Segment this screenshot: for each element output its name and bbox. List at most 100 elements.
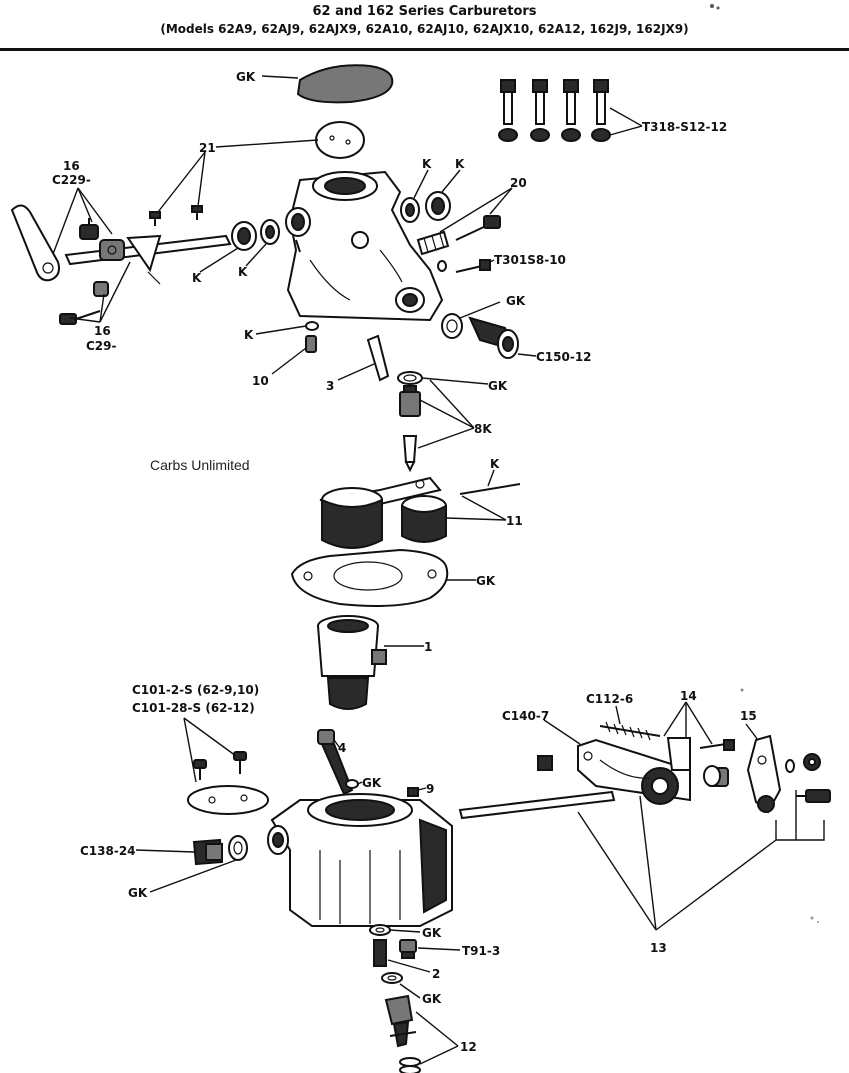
- needle-4: [317, 729, 354, 796]
- leader-c112: [615, 705, 621, 725]
- label-gk-bot: GK: [422, 926, 442, 940]
- label-12: 12: [460, 1040, 477, 1054]
- leader-c229-c: [77, 187, 113, 235]
- leader-k4: [441, 169, 461, 193]
- label-16-top: 16: [63, 159, 80, 173]
- bowl-gasket: [290, 548, 449, 607]
- choke-screw-10: [305, 321, 319, 353]
- main-adjusting-needle-12: [384, 994, 421, 1073]
- leader-10: [271, 347, 307, 375]
- leader-t301: [489, 259, 495, 263]
- leader-8k-b: [417, 427, 475, 449]
- leader-15: [745, 723, 759, 741]
- drain-plug-c138: [192, 835, 248, 866]
- label-9: 9: [426, 782, 434, 796]
- leader-21-screw-a: [157, 151, 206, 213]
- label-c138: C138-24: [80, 844, 136, 858]
- label-k4: K: [455, 157, 465, 171]
- leader-c150: [517, 353, 537, 357]
- leader-9: [417, 787, 427, 791]
- label-8k: 8K: [474, 422, 492, 436]
- label-c29: C29-: [86, 339, 117, 353]
- leader-gk-left: [149, 859, 237, 893]
- pin-3: [366, 334, 390, 382]
- t301-screw: [437, 259, 491, 273]
- leader-14-c: [685, 701, 713, 745]
- main-jet-2: [373, 939, 387, 967]
- choke-shaft-pin: [147, 271, 161, 285]
- print-specks: [710, 4, 819, 923]
- fuel-inlet-nut: [468, 316, 519, 359]
- leader-gk-top: [261, 75, 299, 79]
- label-2: 2: [432, 967, 440, 981]
- leader-c101-b: [183, 717, 237, 757]
- screw-9: [407, 787, 419, 797]
- leader-8k-c: [429, 379, 475, 429]
- leader-21-screw-b: [197, 151, 206, 207]
- bottom-washer-gk: [369, 924, 391, 936]
- leader-13-bracket: [775, 820, 825, 841]
- label-k3: K: [422, 157, 432, 171]
- leader-c101-a: [183, 717, 197, 783]
- label-t301: T301S8-10: [494, 253, 566, 267]
- label-4: 4: [338, 741, 346, 755]
- leader-13-a: [577, 811, 657, 931]
- throttle-plate-c101: [187, 751, 269, 815]
- needle-seat-washer: [397, 371, 423, 385]
- leader-12-b: [419, 1045, 459, 1065]
- label-t91: T91-3: [462, 944, 500, 958]
- label-gk-left: GK: [128, 886, 148, 900]
- label-20: 20: [510, 176, 527, 190]
- label-c101a: C101-2-S (62-9,10): [132, 683, 259, 697]
- leader-c29-c: [99, 261, 131, 323]
- label-1: 1: [424, 640, 432, 654]
- leader-20-b: [489, 187, 513, 215]
- throttle-lever-c140: [577, 738, 691, 805]
- air-horn-gasket: [296, 64, 394, 104]
- label-3: 3: [326, 379, 334, 393]
- label-c229: C229-: [52, 173, 91, 187]
- fuel-bowl-body: [267, 793, 453, 927]
- leader-gk-4: [357, 781, 363, 785]
- label-c150: C150-12: [536, 350, 592, 364]
- label-k5: K: [244, 328, 254, 342]
- choke-shaft-bushings: [231, 219, 280, 251]
- throttle-plate-21: [315, 121, 365, 159]
- needle-valve-seat: [399, 385, 421, 473]
- stop-screw-14: [666, 737, 735, 771]
- throttle-shaft-13: [458, 790, 616, 820]
- leader-t91: [417, 947, 461, 951]
- plug-t91: [399, 939, 417, 959]
- leader-t318-b: [609, 125, 643, 136]
- leader-gk-mid2: [421, 377, 489, 385]
- float-pin: [459, 483, 521, 495]
- label-10: 10: [252, 374, 269, 388]
- label-c101b: C101-28-S (62-12): [132, 701, 255, 715]
- label-gk-bot2: GK: [422, 992, 442, 1006]
- leader-12-a: [415, 1011, 459, 1047]
- header: 62 and 162 Series Carburetors (Models 62…: [0, 0, 849, 52]
- leader-c29-b: [99, 293, 105, 323]
- fuel-inlet-washer: [441, 313, 463, 339]
- leader-gk-bot2: [399, 983, 421, 999]
- leader-2: [387, 959, 431, 973]
- label-gk-top: GK: [236, 70, 256, 84]
- leader-3: [337, 363, 375, 381]
- label-t318: T318-S12-12: [642, 120, 727, 134]
- label-gk-gasket: GK: [476, 574, 496, 588]
- leader-11-a: [445, 517, 507, 521]
- label-c112: C112-6: [586, 692, 633, 706]
- jet-washer-gk: [381, 972, 403, 984]
- label-15: 15: [740, 709, 757, 723]
- leader-k5: [255, 325, 307, 335]
- lever-nut: [537, 755, 729, 787]
- bowl-cover-screws: [498, 79, 611, 142]
- leader-gk-mid: [459, 301, 501, 319]
- leader-14-a: [663, 701, 687, 737]
- leader-t318-a: [609, 107, 643, 127]
- leader-c140: [543, 719, 581, 745]
- needle-4-washer: [345, 779, 359, 789]
- diagram-title: 62 and 162 Series Carburetors: [312, 4, 537, 19]
- choke-shaft: [64, 234, 232, 273]
